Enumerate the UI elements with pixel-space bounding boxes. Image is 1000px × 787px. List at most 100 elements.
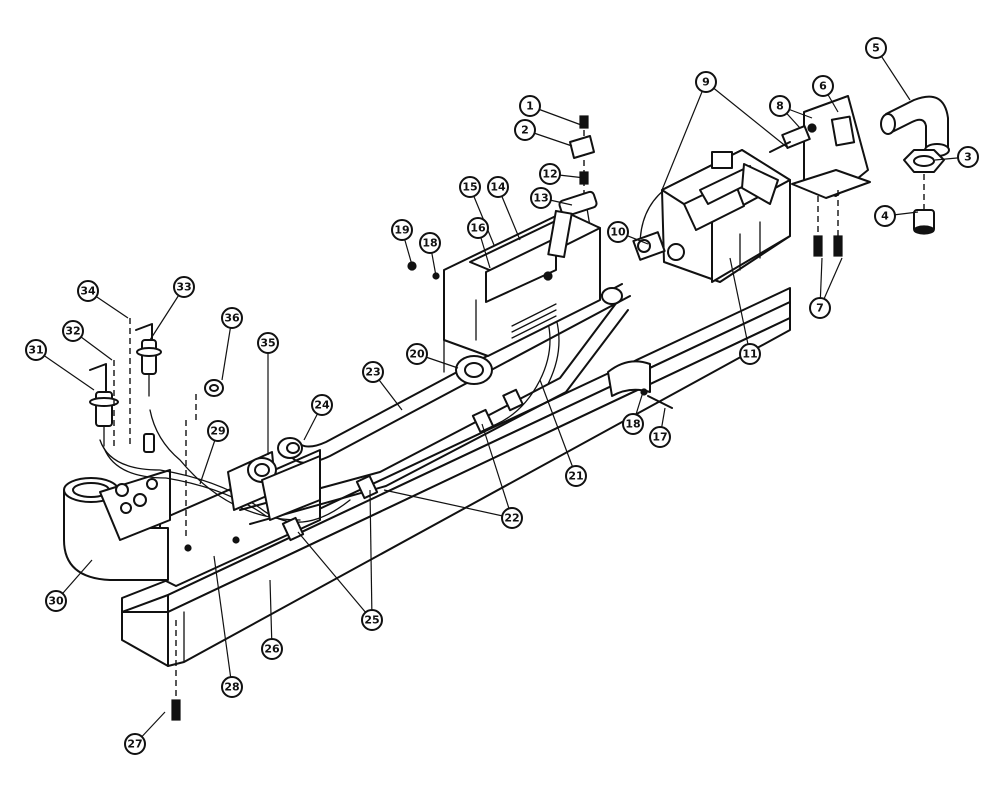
callout-11: 11 xyxy=(739,343,761,365)
callout-36-circle xyxy=(221,307,243,329)
callout-20-label: 20 xyxy=(409,348,425,361)
callout-1-label: 1 xyxy=(526,100,534,113)
callout-4-circle xyxy=(874,205,896,227)
callout-26-leader xyxy=(269,579,273,650)
callout-6-circle xyxy=(812,75,834,97)
orifice xyxy=(913,174,935,235)
callout-11-leader xyxy=(729,257,751,355)
igniter-electrodes xyxy=(89,323,162,453)
callout-30-circle xyxy=(45,590,67,612)
callout-11-circle xyxy=(739,343,761,365)
callout-19: 19 xyxy=(391,219,413,241)
callout-18-circle xyxy=(419,232,441,254)
callout-17: 17 xyxy=(649,426,671,448)
callout-1: 1 xyxy=(519,95,541,117)
callout-26-label: 26 xyxy=(264,643,280,656)
callout-33-circle xyxy=(173,276,195,298)
assembly-dash-lines xyxy=(113,318,197,721)
callout-20: 20 xyxy=(406,343,428,365)
callout-25-circle xyxy=(361,609,383,631)
callout-7-label: 7 xyxy=(816,302,824,315)
callout-20-circle xyxy=(406,343,428,365)
callout-8-label: 8 xyxy=(776,100,784,113)
callout-23-label: 23 xyxy=(365,366,380,379)
pilot-bracket xyxy=(227,451,321,521)
callout-5-label: 5 xyxy=(872,42,880,55)
callout-9: 9 xyxy=(695,71,717,93)
callout-21-circle xyxy=(565,465,587,487)
callout-32-circle xyxy=(62,320,84,342)
callout-12: 12 xyxy=(539,163,561,185)
callout-18: 18 xyxy=(419,232,441,254)
callout-21-label: 21 xyxy=(568,470,583,483)
callout-18-label: 18 xyxy=(422,237,437,250)
callout-25-label: 25 xyxy=(364,614,379,627)
callout-12-circle xyxy=(539,163,561,185)
sight-cap xyxy=(204,379,224,397)
inlet-nipple xyxy=(769,123,817,153)
callout-9-leader xyxy=(661,81,707,191)
callout-31: 31 xyxy=(25,339,47,361)
callout-19-label: 19 xyxy=(394,224,409,237)
callout-1-circle xyxy=(519,95,541,117)
callout-4-label: 4 xyxy=(881,210,889,223)
callout-30-label: 30 xyxy=(48,595,64,608)
valve-fitting xyxy=(632,231,666,261)
callout-5: 5 xyxy=(865,37,887,59)
spark-generator xyxy=(547,190,598,259)
callout-23-circle xyxy=(362,361,384,383)
hex-nut xyxy=(903,149,945,173)
callout-34: 34 xyxy=(77,280,99,302)
callout-24: 24 xyxy=(311,394,333,416)
callout-17-circle xyxy=(649,426,671,448)
burner-elbow xyxy=(63,469,171,581)
grommet xyxy=(455,355,493,385)
callout-26: 26 xyxy=(261,638,283,660)
callout-2-label: 2 xyxy=(521,124,529,137)
callout-13: 13 xyxy=(530,187,552,209)
callout-23: 23 xyxy=(362,361,384,383)
callout-27: 27 xyxy=(124,733,146,755)
callout-30: 30 xyxy=(45,590,67,612)
callout-14-circle xyxy=(487,176,509,198)
callout-22: 22 xyxy=(501,507,523,529)
callout-35-label: 35 xyxy=(260,337,275,350)
callout-12-label: 12 xyxy=(542,168,557,181)
callout-6-label: 6 xyxy=(819,80,827,93)
callout-28-label: 28 xyxy=(224,681,239,694)
callout-35-circle xyxy=(257,332,279,354)
callout-33-label: 33 xyxy=(176,281,191,294)
callout-26-circle xyxy=(261,638,283,660)
callout-36: 36 xyxy=(221,307,243,329)
control-module xyxy=(443,213,601,373)
callout-17-label: 17 xyxy=(652,431,667,444)
callout-22-leader xyxy=(383,489,513,519)
callout-28-circle xyxy=(221,676,243,698)
callout-3-circle xyxy=(957,146,979,168)
callout-14-label: 14 xyxy=(490,181,506,194)
callout-13-label: 13 xyxy=(533,192,548,205)
callout-21: 21 xyxy=(565,465,587,487)
callout-2-circle xyxy=(514,119,536,141)
callout-32-label: 32 xyxy=(65,325,80,338)
callout-27-label: 27 xyxy=(127,738,142,751)
callout-10: 10 xyxy=(607,221,629,243)
callout-29: 29 xyxy=(207,420,229,442)
callout-32: 32 xyxy=(62,320,84,342)
gas-valve xyxy=(661,149,791,283)
callout-3-label: 3 xyxy=(964,151,972,164)
callout-36-label: 36 xyxy=(224,312,240,325)
callout-33: 33 xyxy=(173,276,195,298)
callout-22-leader-extra-3 xyxy=(481,423,513,519)
callout-31-label: 31 xyxy=(28,344,43,357)
callout-15: 15 xyxy=(459,176,481,198)
callout-21-leader xyxy=(539,379,577,477)
callout-7-circle xyxy=(809,297,831,319)
callout-5-circle xyxy=(865,37,887,59)
callout-25-leader-extra-4 xyxy=(369,489,373,621)
callout-9-circle xyxy=(695,71,717,93)
callout-18b: 18 xyxy=(622,413,644,435)
callout-22-circle xyxy=(501,507,523,529)
callout-28-leader xyxy=(213,555,233,688)
